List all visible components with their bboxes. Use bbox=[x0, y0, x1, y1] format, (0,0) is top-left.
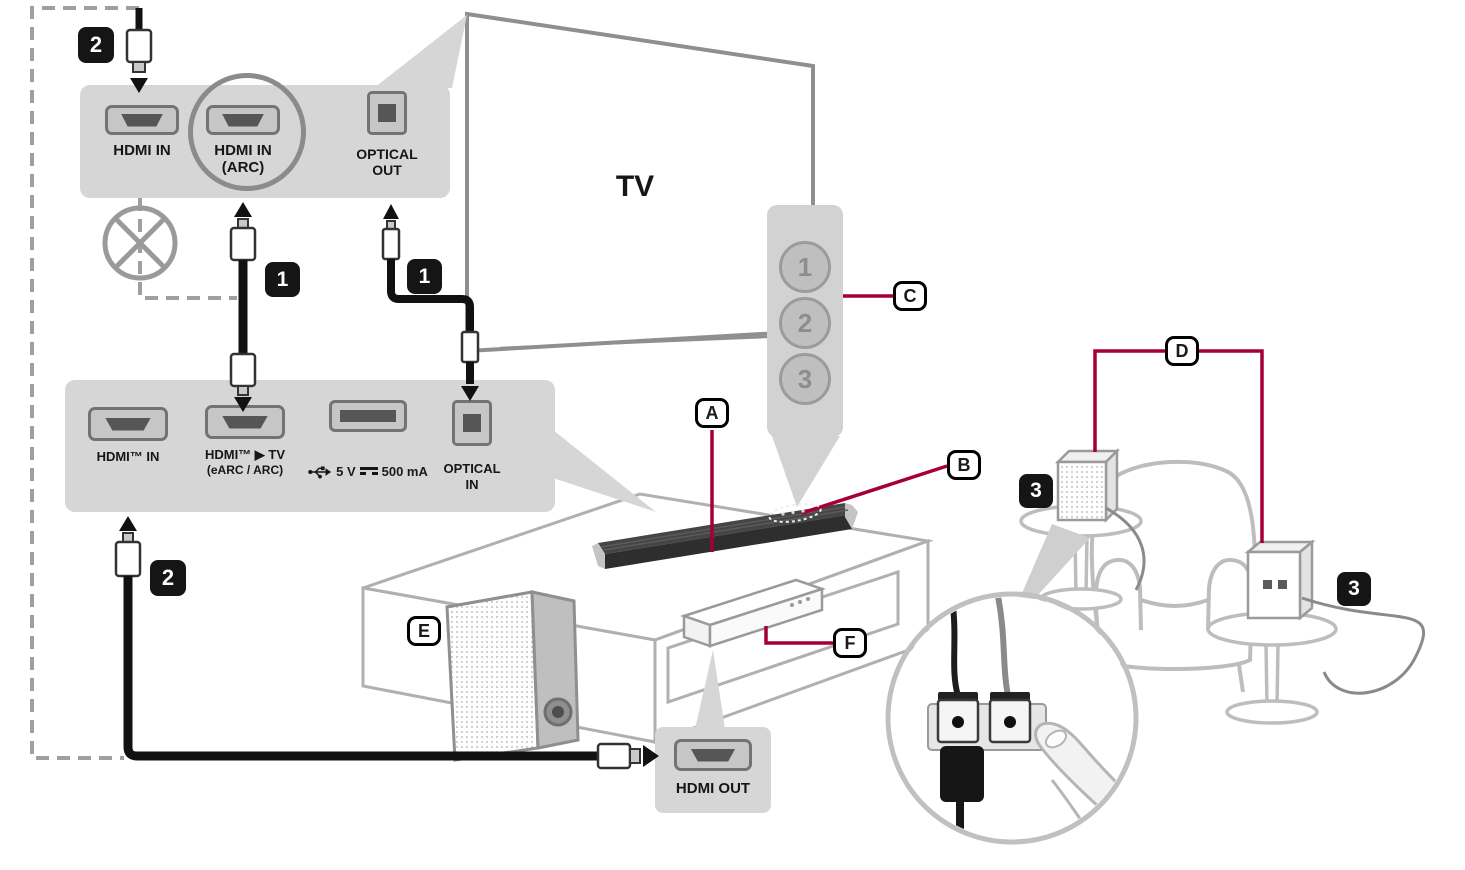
speaker-wires bbox=[1105, 506, 1426, 695]
dashed-route-path bbox=[30, 6, 139, 760]
soundbar bbox=[592, 503, 858, 569]
tv-panel-callout-wedge bbox=[374, 15, 467, 88]
callout-line-d bbox=[1093, 349, 1264, 543]
callout-line-b bbox=[801, 464, 948, 515]
terminal-zoom-inset bbox=[885, 591, 1139, 845]
media-device bbox=[680, 578, 826, 648]
hdmi-cable-top bbox=[125, 8, 153, 93]
soundbar-panel-callout-wedge bbox=[553, 430, 656, 512]
subwoofer bbox=[445, 590, 580, 762]
rear-speaker-left bbox=[1054, 447, 1121, 524]
tv-outline bbox=[465, 11, 815, 354]
hdmi-out-callout-wedge bbox=[695, 650, 725, 729]
callout-line-f bbox=[764, 626, 833, 645]
side-table-right bbox=[1206, 611, 1338, 725]
hdmi-arc-cable bbox=[229, 202, 257, 412]
control-panel-callout-wedge bbox=[772, 436, 840, 507]
prohibited-connection-icon bbox=[102, 205, 178, 281]
callout-lines bbox=[710, 294, 1264, 645]
hdmi-cable-long bbox=[114, 516, 659, 770]
soundbar-buttons-oval bbox=[768, 503, 822, 523]
dashed-route-segment bbox=[138, 198, 237, 300]
optical-cable bbox=[381, 204, 480, 401]
